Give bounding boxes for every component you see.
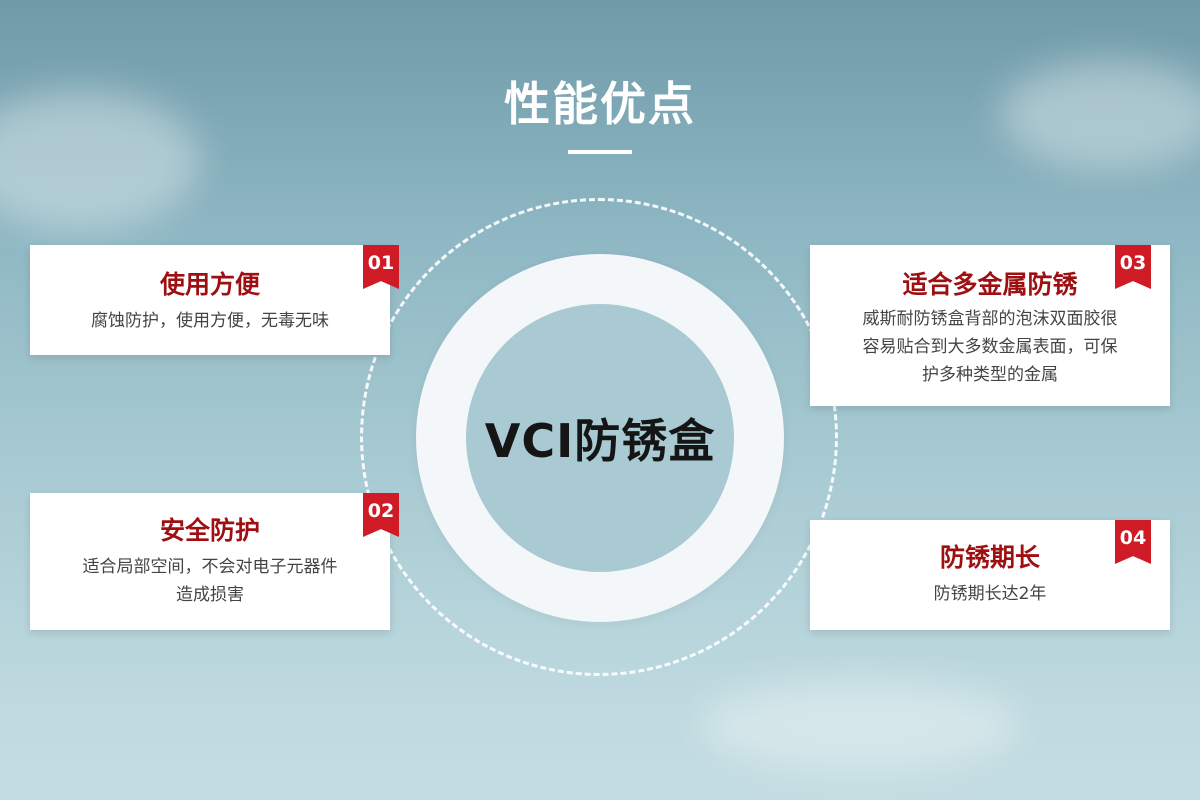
- cloud-decoration: [700, 680, 1020, 770]
- card-description-line: 容易贴合到大多数金属表面，可保: [862, 337, 1118, 357]
- cloud-decoration: [0, 90, 200, 230]
- card-description-line: 护多种类型的金属: [922, 365, 1058, 385]
- card-description: 腐蚀防护，使用方便，无毒无味: [30, 307, 390, 335]
- card-heading: 适合多金属防锈: [902, 270, 1078, 299]
- card-description: 威斯耐防锈盒背部的泡沫双面胶很 容易贴合到大多数金属表面，可保 护多种类型的金属: [810, 305, 1170, 389]
- feature-card-02: 02 安全防护 适合局部空间，不会对电子元器件 造成损害: [30, 493, 399, 630]
- card-heading: 防锈期长: [939, 543, 1040, 572]
- dashed-orbit: [360, 198, 838, 676]
- card-description: 适合局部空间，不会对电子元器件 造成损害: [30, 553, 390, 609]
- center-label: VCI防锈盒: [484, 414, 716, 468]
- feature-card-03: 03 适合多金属防锈 威斯耐防锈盒背部的泡沫双面胶很 容易贴合到大多数金属表面，…: [810, 245, 1170, 406]
- card-description-line: 造成损害: [176, 585, 244, 605]
- card-description: 防锈期长达2年: [810, 580, 1170, 608]
- feature-card-01: 01 使用方便 腐蚀防护，使用方便，无毒无味: [30, 245, 399, 355]
- page-title: 性能优点: [504, 77, 696, 131]
- card-description-line: 腐蚀防护，使用方便，无毒无味: [91, 311, 329, 331]
- card-description-line: 防锈期长达2年: [933, 584, 1047, 604]
- card-heading: 使用方便: [159, 270, 260, 299]
- title-underline: [568, 150, 632, 154]
- center-circle: VCI防锈盒: [466, 304, 734, 572]
- card-heading: 安全防护: [159, 516, 260, 545]
- card-description-line: 适合局部空间，不会对电子元器件: [82, 557, 338, 577]
- card-description-line: 威斯耐防锈盒背部的泡沫双面胶很: [862, 309, 1118, 329]
- cloud-decoration: [1000, 60, 1200, 170]
- feature-card-04: 04 防锈期长 防锈期长达2年: [810, 520, 1170, 630]
